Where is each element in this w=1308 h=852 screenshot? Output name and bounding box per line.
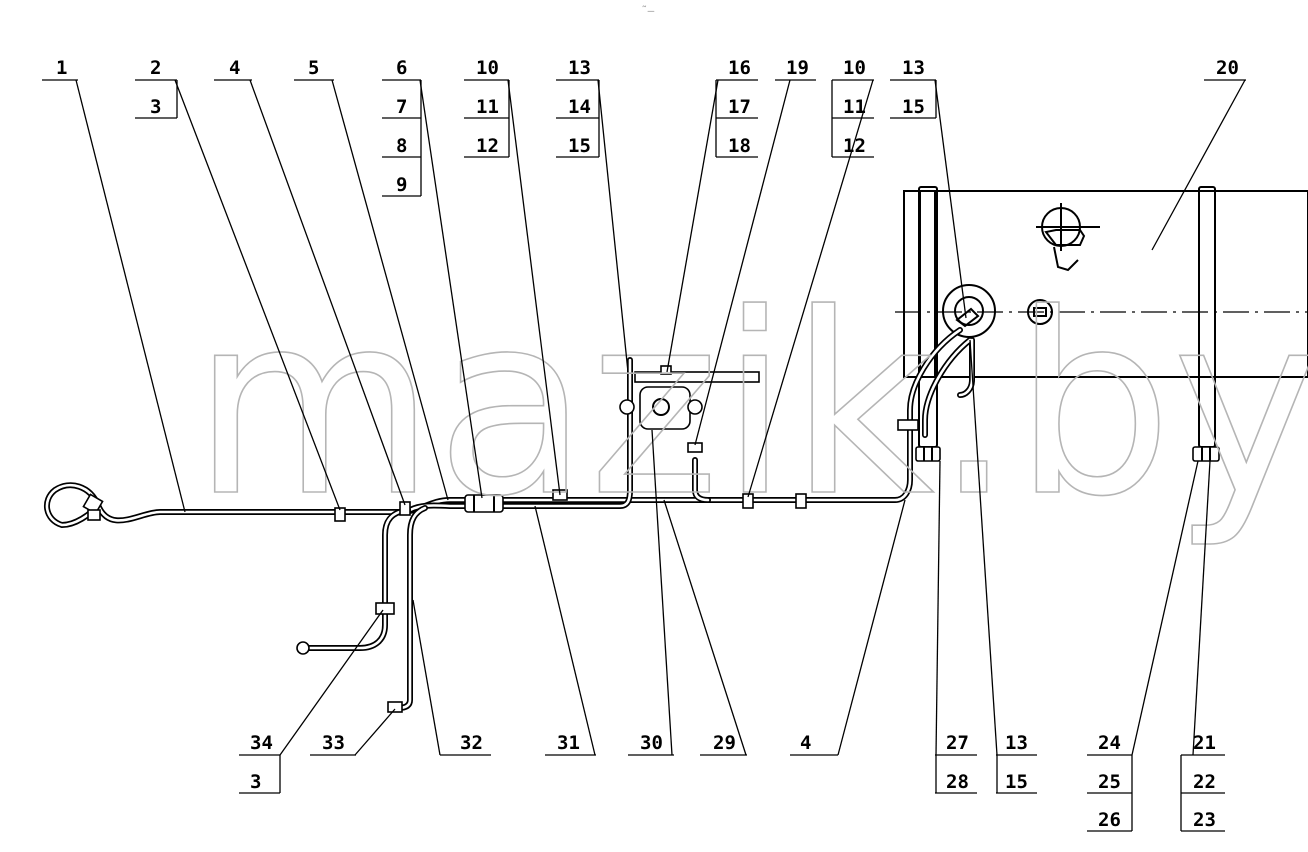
callout-label-23: 23 [1193, 809, 1216, 831]
callout-label-19: 19 [786, 57, 809, 79]
fuel-filter-housing [619, 365, 760, 430]
callout-13-15-mid: 13 14 15 [556, 57, 600, 158]
callout-label-29: 29 [713, 732, 736, 754]
callout-label-12b: 12 [843, 135, 866, 157]
callout-label-7: 7 [396, 96, 407, 118]
callout-label-17: 17 [728, 96, 751, 118]
callout-labels: 1 2 3 4 5 6 7 8 9 [42, 57, 1246, 832]
callout-label-9: 9 [396, 174, 407, 196]
tank-clip-13 [897, 419, 919, 431]
callout-10-12-left: 10 11 12 [464, 57, 510, 158]
callout-label-26: 26 [1098, 809, 1121, 831]
callout-label-1: 1 [56, 57, 67, 79]
end-fitting-34 [296, 641, 310, 655]
callout-label-28: 28 [946, 771, 969, 793]
end-fitting-33 [387, 701, 403, 713]
callout-label-25: 25 [1098, 771, 1121, 793]
callout-label-11a: 11 [476, 96, 499, 118]
callout-label-3b: 3 [250, 771, 261, 793]
clip-34 [375, 602, 395, 615]
callout-label-12a: 12 [476, 135, 499, 157]
callout-label-8: 8 [396, 135, 407, 157]
top-mark: ˜— [641, 4, 655, 17]
callout-21-23: 21 22 23 [1180, 732, 1225, 832]
callout-4-bottom: 4 [790, 732, 838, 756]
callout-label-2: 2 [150, 57, 161, 79]
callout-label-18: 18 [728, 135, 751, 157]
callout-label-10a: 10 [476, 57, 499, 79]
callout-16-18: 16 17 18 [715, 57, 758, 158]
callout-label-30: 30 [640, 732, 663, 754]
callout-1: 1 [42, 57, 78, 81]
left-end-fitting [82, 493, 104, 521]
callout-label-15b: 15 [902, 96, 925, 118]
clip-right [795, 493, 807, 509]
watermark: mazik.by [192, 260, 1308, 551]
callout-label-34: 34 [250, 732, 273, 754]
callout-label-6: 6 [396, 57, 407, 79]
callout-32: 32 [440, 732, 491, 756]
leader-lines [75, 79, 1246, 756]
callout-10-12-right: 10 11 12 [831, 57, 874, 158]
callout-label-14: 14 [568, 96, 591, 118]
coarse-filter [464, 494, 504, 513]
callout-27-28: 27 28 [935, 732, 977, 794]
strap-bolt-left [915, 446, 941, 462]
callout-label-5: 5 [308, 57, 319, 79]
callout-34-3: 34 3 [239, 732, 281, 794]
callout-label-27: 27 [946, 732, 969, 754]
callout-30: 30 [628, 732, 674, 756]
callout-31: 31 [545, 732, 596, 756]
callout-label-13a: 13 [568, 57, 591, 79]
callout-label-4-bottom: 4 [800, 732, 811, 754]
callout-label-31: 31 [557, 732, 580, 754]
callout-label-11b: 11 [843, 96, 866, 118]
callout-label-22: 22 [1193, 771, 1216, 793]
callout-13-15-bottom: 13 15 [996, 732, 1037, 794]
callout-label-4-top: 4 [229, 57, 240, 79]
callout-label-32: 32 [460, 732, 483, 754]
callout-label-13c: 13 [1005, 732, 1028, 754]
callout-label-21: 21 [1193, 732, 1216, 754]
callout-label-20: 20 [1216, 57, 1239, 79]
callout-6-9: 6 7 8 9 [382, 57, 422, 197]
callout-19: 19 [775, 57, 816, 81]
callout-5: 5 [294, 57, 334, 81]
callout-label-13b: 13 [902, 57, 925, 79]
callout-20: 20 [1204, 57, 1246, 81]
callout-label-15a: 15 [568, 135, 591, 157]
callout-label-3: 3 [150, 96, 161, 118]
clip-3 [334, 507, 346, 522]
callout-label-10b: 10 [843, 57, 866, 79]
callout-label-33: 33 [322, 732, 345, 754]
fittings [82, 365, 1220, 713]
callout-label-24: 24 [1098, 732, 1121, 754]
callout-24-26: 24 25 26 [1087, 732, 1133, 832]
clip-12 [742, 493, 754, 509]
callout-33: 33 [310, 732, 356, 756]
callout-13-15-top-right: 13 15 [890, 57, 937, 119]
strap-bolt-right [1192, 446, 1220, 462]
fuel-tank [895, 186, 1308, 448]
callout-4-top: 4 [214, 57, 252, 81]
callout-label-15c: 15 [1005, 771, 1028, 793]
callout-2-3: 2 3 [135, 57, 178, 119]
callout-label-16: 16 [728, 57, 751, 79]
clip-5 [399, 501, 411, 516]
callout-29: 29 [700, 732, 747, 756]
pipe-network [44, 327, 975, 711]
